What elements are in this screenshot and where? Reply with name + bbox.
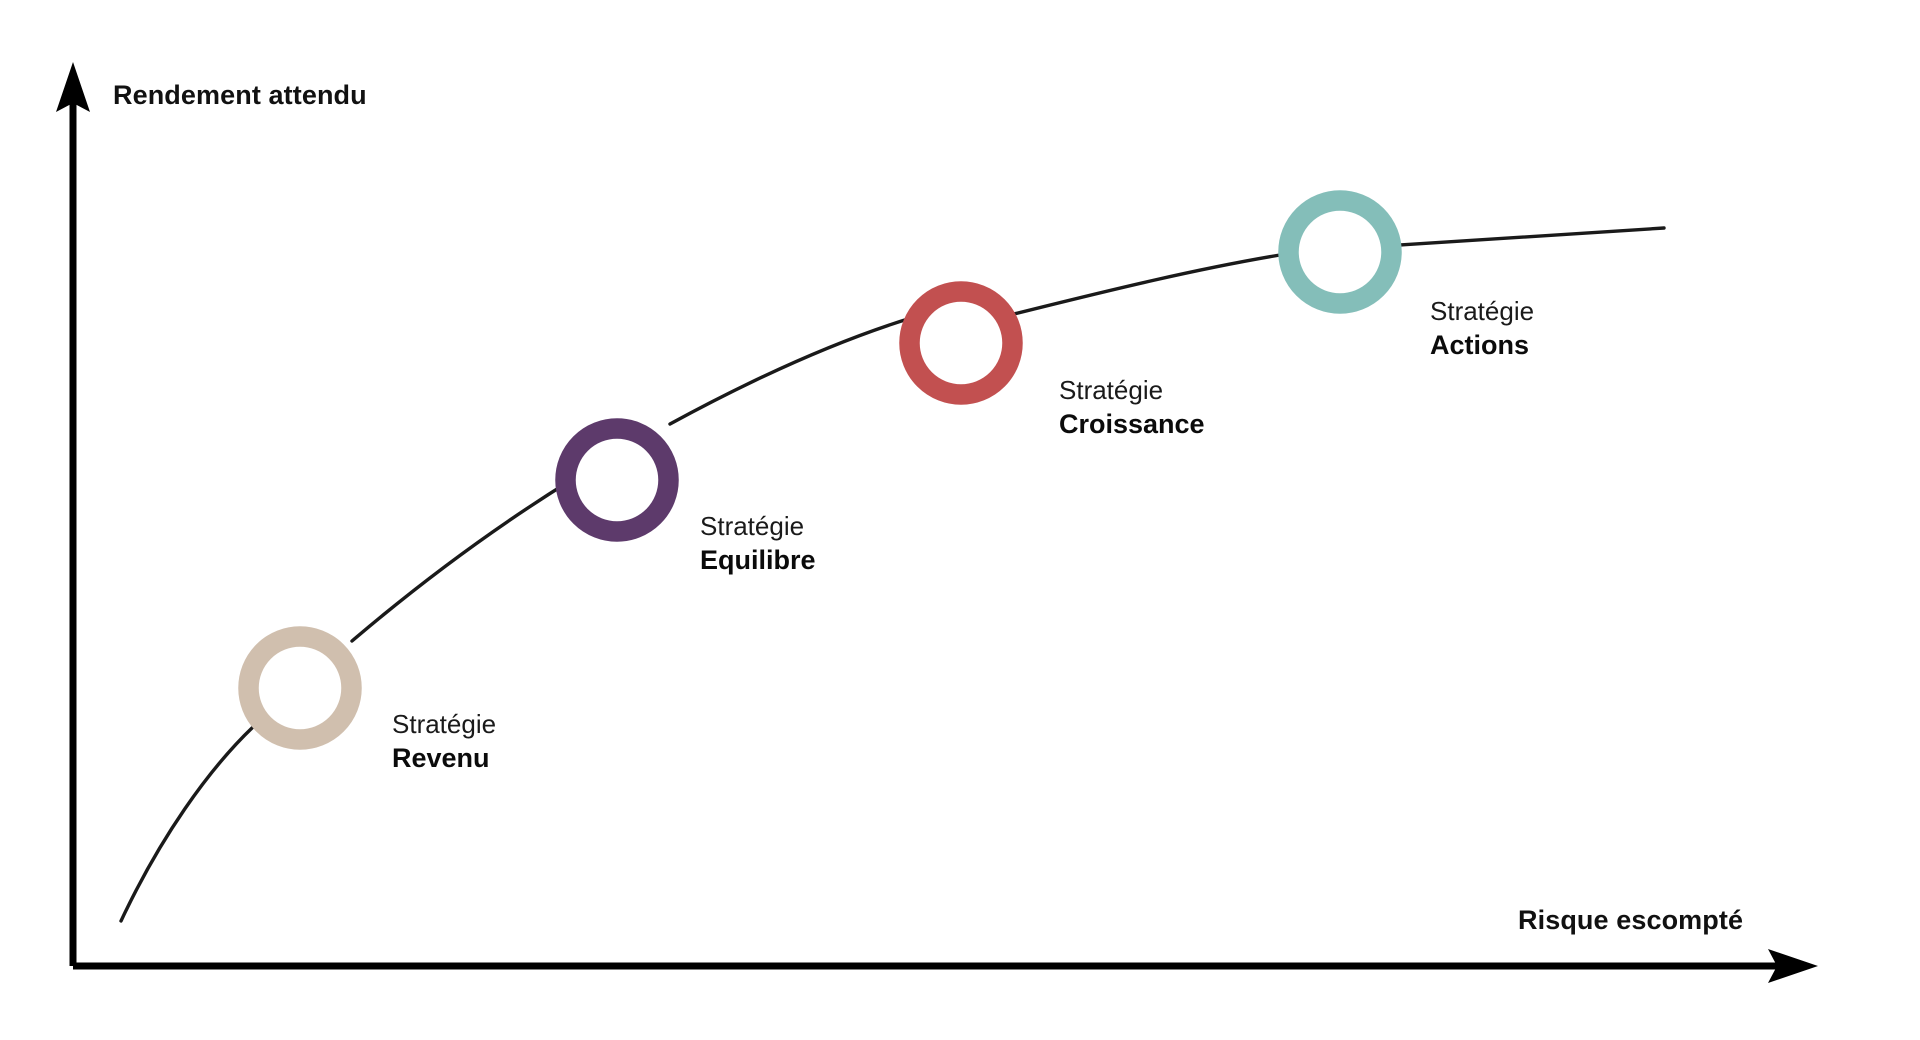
- marker-ring-equilibre[interactable]: [555, 418, 679, 542]
- y-axis-arrowhead: [56, 62, 90, 112]
- y-axis: [56, 62, 90, 966]
- curve-segment-2-3: [668, 316, 913, 426]
- label-actions-name: Actions: [1430, 330, 1530, 361]
- label-croissance: Stratégie Croissance: [1059, 375, 1205, 441]
- label-actions-prefix: Stratégie: [1430, 296, 1535, 326]
- marker-ring-revenu[interactable]: [238, 626, 362, 750]
- label-revenu-name: Revenu: [392, 743, 490, 774]
- curve-segment-end: [1398, 226, 1666, 247]
- curve-segment-3-4: [1012, 252, 1288, 316]
- label-equilibre-name: Equilibre: [700, 545, 816, 576]
- label-equilibre-prefix: Stratégie: [700, 511, 805, 541]
- marker-ring-actions[interactable]: [1278, 190, 1402, 314]
- y-axis-title: Rendement attendu: [113, 80, 367, 110]
- label-revenu: Stratégie Revenu: [392, 709, 496, 775]
- label-croissance-name: Croissance: [1059, 409, 1205, 440]
- risk-return-curve: [119, 226, 1666, 923]
- x-axis: [73, 949, 1818, 983]
- x-axis-title: Risque escompté: [1518, 905, 1744, 935]
- label-actions: Stratégie Actions: [1430, 296, 1534, 362]
- x-axis-arrowhead: [1768, 949, 1818, 983]
- label-croissance-prefix: Stratégie: [1059, 375, 1164, 405]
- curve-segment-start: [119, 725, 255, 923]
- curve-segment-1-2: [350, 477, 575, 643]
- strategy-markers: [238, 190, 1402, 750]
- marker-ring-croissance[interactable]: [899, 281, 1023, 405]
- label-revenu-prefix: Stratégie: [392, 709, 497, 739]
- label-equilibre: Stratégie Equilibre: [700, 511, 816, 577]
